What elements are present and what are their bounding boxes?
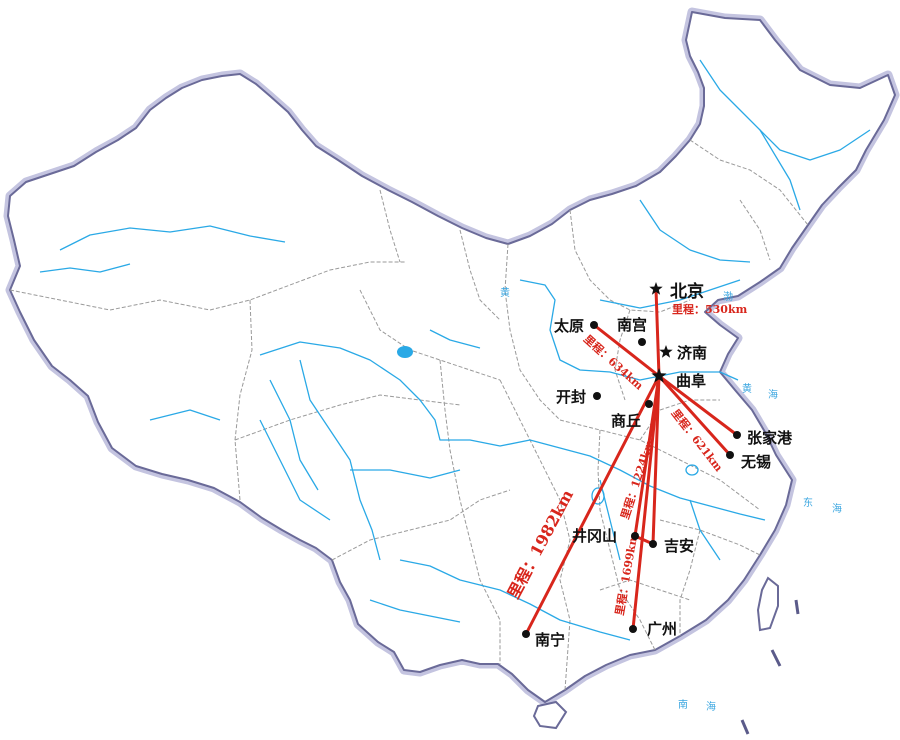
city-label-kaifeng: 开封	[556, 388, 586, 406]
city-label-taiyuan: 太原	[554, 317, 584, 335]
city-label-guangzhou: 广州	[647, 620, 677, 638]
marker-qufu	[651, 368, 667, 383]
sea-label-huang-river: 黄	[500, 286, 510, 299]
city-label-beijing: 北京	[670, 281, 704, 302]
route-qufu-jian	[651, 374, 661, 546]
marker-beijing	[649, 282, 663, 295]
province-borders	[9, 139, 809, 691]
marker-kaifeng	[593, 392, 601, 400]
route-qufu-zhangjiagang	[657, 374, 739, 437]
city-label-jinggangshan: 井冈山	[572, 527, 617, 545]
city-label-qufu: 曲阜	[676, 372, 706, 390]
city-label-nanning: 南宁	[535, 631, 565, 649]
city-label-zhangjiagang: 张家港	[747, 429, 793, 447]
sea-label-huanghai-1: 黄	[742, 382, 752, 395]
city-label-shangqiu: 商丘	[611, 412, 641, 430]
national-border	[7, 11, 896, 703]
sea-label-huanghai-2: 海	[768, 388, 778, 401]
sea-label-nanhai-1: 南	[678, 698, 688, 711]
sea-label-nanhai-2: 海	[706, 700, 716, 713]
marker-guangzhou	[629, 625, 637, 633]
city-label-nangong: 南宫	[617, 316, 647, 334]
route-qufu-taiyuan	[592, 323, 661, 378]
marker-jinggangshan	[631, 532, 639, 540]
marker-taiyuan	[590, 321, 598, 329]
route-qufu-guangzhou	[631, 374, 661, 631]
rivers	[39, 59, 871, 641]
city-label-jinan: 济南	[677, 344, 707, 362]
sea-label-donghai-1: 东	[803, 496, 813, 509]
route-qufu-wuxi	[657, 374, 732, 457]
taiwan-island	[756, 576, 779, 632]
city-markers-layer	[522, 282, 741, 638]
sea-label-donghai-2: 海	[832, 502, 842, 515]
city-label-wuxi: 无锡	[740, 453, 771, 471]
marker-shangqiu	[645, 400, 653, 408]
sea-label-bohai: 渤	[723, 290, 733, 303]
marker-nanning	[522, 630, 530, 638]
route-qufu-nanning	[524, 374, 661, 636]
marker-wuxi	[726, 451, 734, 459]
marker-nangong	[638, 338, 646, 346]
marker-zhangjiagang	[733, 431, 741, 439]
south-sea-dashes	[740, 599, 800, 735]
marker-jinan	[659, 345, 673, 358]
marker-jian	[649, 540, 657, 548]
distance-label-beijing: 里程：530km	[672, 302, 748, 316]
route-qufu-beijing	[654, 287, 661, 378]
hainan-island	[532, 700, 568, 730]
city-label-jian: 吉安	[664, 537, 694, 555]
sea-labels-layer: 黄海东海南海渤黄	[500, 286, 842, 713]
